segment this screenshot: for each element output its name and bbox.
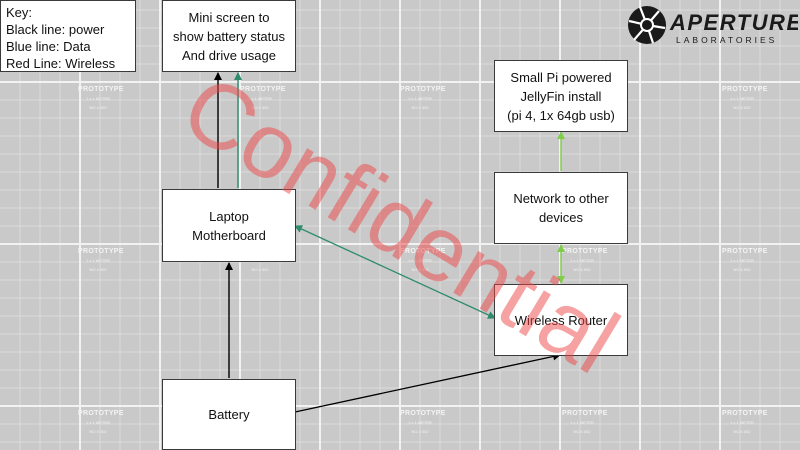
battery-label: Battery: [208, 407, 250, 422]
pi-server-label-line3: (pi 4, 1x 64gb usb): [507, 107, 615, 123]
legend-title: Key:: [6, 5, 33, 20]
network-label-line1: Network to other: [513, 191, 609, 206]
aperture-logo: APERTURE LABORATORIES: [628, 6, 798, 45]
laptop-label-line2: Motherboard: [192, 227, 266, 243]
mini-screen-node: Mini screen to show battery status And d…: [162, 0, 296, 72]
network-label-line2: devices: [538, 210, 584, 225]
router-label: Wireless Router: [514, 312, 608, 328]
laptop-label-line1: Laptop: [209, 208, 249, 224]
svg-text:LABORATORIES: LABORATORIES: [676, 35, 777, 45]
mini-screen-label-line3: And drive usage: [182, 47, 276, 63]
power-line-battery-to-router: [294, 352, 561, 413]
network-node: Network to other devices: [494, 172, 628, 244]
svg-text:APERTURE: APERTURE: [669, 10, 798, 35]
mini-screen-label-line1: Mini screen to: [188, 9, 270, 25]
pi-server-label-line1: Small Pi powered: [510, 69, 612, 85]
pi-server-node: Small Pi powered JellyFin install (pi 4,…: [494, 60, 628, 132]
laptop-motherboard-node: Laptop Motherboard: [162, 189, 296, 262]
wireless-router-node: Wireless Router: [494, 284, 628, 356]
legend-item-power: Black line: power: [6, 22, 105, 37]
pi-server-label-line2: JellyFin install: [520, 88, 602, 104]
battery-node: Battery: [162, 379, 296, 450]
legend-key: Key: Black line: power Blue line: Data R…: [0, 0, 136, 72]
aperture-aperture-icon: [628, 6, 666, 44]
legend-item-wireless: Red Line: Wireless: [6, 56, 116, 71]
legend-item-data: Blue line: Data: [6, 39, 91, 54]
mini-screen-label-line2: show battery status: [173, 28, 285, 44]
data-line-laptop-to-router: [294, 225, 496, 319]
